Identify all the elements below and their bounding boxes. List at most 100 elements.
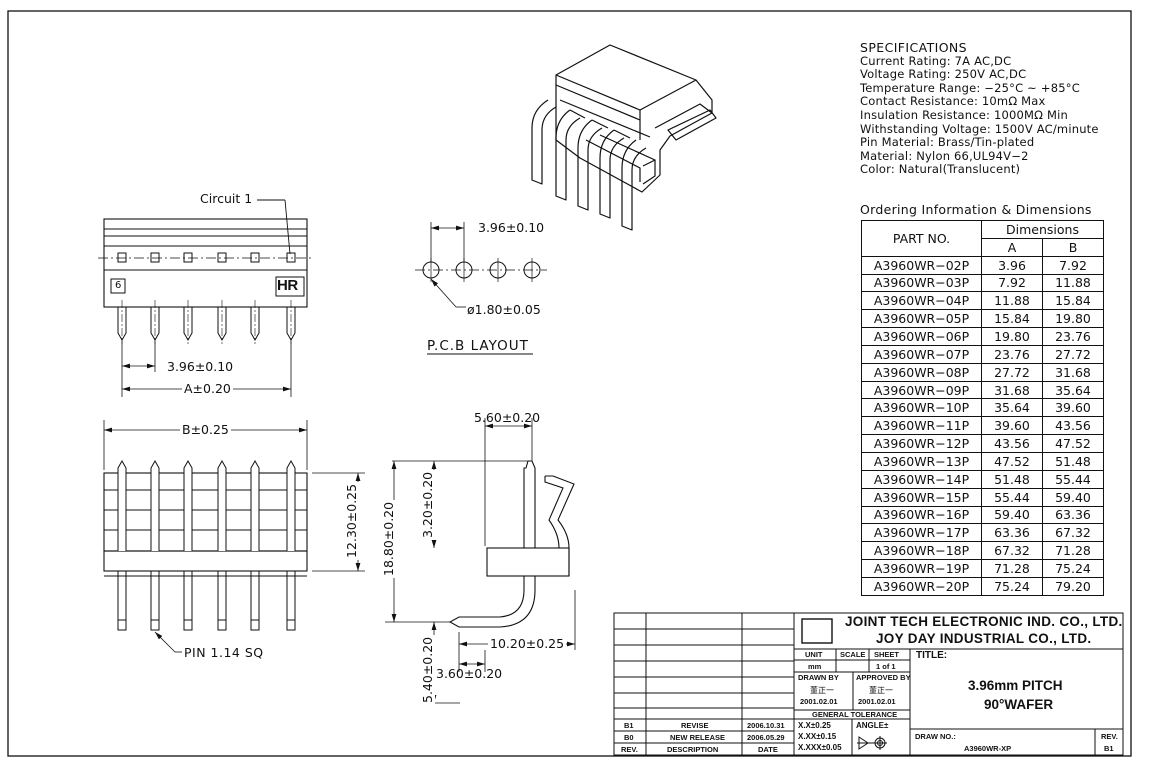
part-number-cell: A3960WR−12P: [861, 434, 982, 453]
part-number-cell: A3960WR−20P: [861, 576, 982, 596]
height-dimension: 12.30±0.25: [344, 481, 359, 560]
col-a-header: A: [981, 237, 1043, 257]
pcb-layout-view: [415, 222, 547, 355]
dim-b-cell: 79.20: [1042, 576, 1104, 596]
spec-line: Voltage Rating: 250V AC,DC: [860, 67, 1027, 82]
drawn-by-label: DRAWN BY: [798, 673, 839, 682]
title-block-frame: [613, 612, 1124, 756]
approved-by-label: APPROVED BY: [856, 673, 911, 682]
revision-rev: B1: [624, 721, 634, 730]
dim-a-cell: 31.68: [981, 380, 1043, 400]
dim-a-cell: 47.52: [981, 451, 1043, 471]
pin: [286, 571, 296, 621]
pin: [150, 459, 160, 551]
dim-b-cell: 39.60: [1042, 398, 1104, 418]
company-logo: JT: [807, 622, 824, 638]
dim-a-cell: 59.40: [981, 505, 1043, 525]
dim-b-cell: 11.88: [1042, 273, 1104, 293]
dim-a-cell: 55.44: [981, 487, 1043, 507]
revision-date: 2006.10.31: [747, 721, 785, 730]
part-number-cell: A3960WR−13P: [861, 451, 982, 471]
dim-b-cell: 75.24: [1042, 559, 1104, 578]
dim-a-cell: 23.76: [981, 344, 1043, 364]
drawing-no-label: DRAW NO.:: [915, 732, 956, 741]
bottom-view: [103, 420, 365, 653]
part-number-cell: A3960WR−09P: [861, 380, 982, 400]
dimensions-header: Dimensions: [981, 220, 1104, 239]
pcb-pitch-dimension: 3.96±0.10: [478, 220, 545, 235]
dim-a-cell: 27.72: [981, 362, 1043, 382]
pin-size-label: PIN 1.14 SQ: [184, 645, 264, 660]
unit-value: mm: [808, 662, 822, 671]
general-tolerance-label: GENERAL TOLERANCE: [812, 710, 898, 719]
spec-line: Insulation Resistance: 1000MΩ Min: [860, 107, 1069, 122]
dim-a-cell: 19.80: [981, 327, 1043, 346]
pin-square: [250, 252, 260, 263]
dim-b-cell: 47.52: [1042, 434, 1104, 453]
part-number-cell: A3960WR−03P: [861, 273, 982, 293]
scale-label: SCALE: [840, 650, 866, 659]
dim-b-cell: 59.40: [1042, 487, 1104, 507]
dim-b-cell: 51.48: [1042, 451, 1104, 471]
rev-value: B1: [1104, 744, 1114, 753]
dim-b-cell: 43.56: [1042, 416, 1104, 436]
spec-line: Pin Material: Brass/Tin-plated: [860, 135, 1035, 150]
dim-a-cell: 35.64: [981, 398, 1043, 418]
part-number-cell: A3960WR−06P: [861, 327, 982, 346]
ordering-title: Ordering Information & Dimensions: [860, 202, 1092, 217]
part-number-cell: A3960WR−04P: [861, 291, 982, 311]
pin-square: [183, 252, 193, 263]
hr-logo-mark: HR: [277, 277, 298, 294]
revision-desc: NEW RELEASE: [670, 733, 726, 742]
circuit-one-mark: 6: [115, 280, 122, 291]
approved-by-name: 董正一: [869, 686, 893, 695]
pcb-hole-dimension: ø1.80±0.05: [467, 302, 541, 317]
pin-square: [150, 252, 160, 263]
tolerance-2: X.XX±0.15: [798, 732, 837, 741]
pin-tip: [286, 619, 296, 631]
pin: [183, 571, 193, 621]
pin-square: [286, 252, 296, 263]
side-lower-dimension: 5.40±0.20: [420, 634, 435, 705]
revision-rev: B0: [624, 733, 634, 742]
part-no-header: PART NO.: [861, 220, 982, 257]
part-number-cell: A3960WR−08P: [861, 362, 982, 382]
side-view: [385, 418, 576, 704]
spec-line: Withstanding Voltage: 1500V AC/minute: [860, 121, 1099, 136]
dim-b-cell: 35.64: [1042, 380, 1104, 400]
sheet-value: 1 of 1: [876, 662, 896, 671]
side-tip-dimension: 3.60±0.20: [436, 666, 503, 681]
part-number-cell: A3960WR−07P: [861, 344, 982, 364]
part-number-cell: A3960WR−18P: [861, 541, 982, 561]
dim-a-cell: 43.56: [981, 434, 1043, 453]
revision-date: 2006.05.29: [747, 733, 785, 742]
drawing-no: A3960WR-XP: [964, 744, 1012, 753]
dim-a-cell: 39.60: [981, 416, 1043, 436]
description-header: DESCRIPTION: [667, 745, 719, 754]
front-view: [98, 199, 312, 397]
rev-label: REV.: [1101, 732, 1118, 741]
dim-b-cell: 71.28: [1042, 541, 1104, 561]
dim-b-cell: 31.68: [1042, 362, 1104, 382]
pin-square: [217, 252, 227, 263]
b-dimension: B±0.25: [180, 422, 231, 437]
drawn-date: 2001.02.01: [800, 697, 838, 706]
part-number-cell: A3960WR−02P: [861, 255, 982, 275]
spec-line: Color: Natural(Translucent): [860, 162, 1021, 177]
pin-tip: [217, 619, 227, 631]
specifications-block: SPECIFICATIONS Current Rating: 7A AC,DC …: [860, 41, 1099, 177]
part-number-cell: A3960WR−16P: [861, 505, 982, 525]
